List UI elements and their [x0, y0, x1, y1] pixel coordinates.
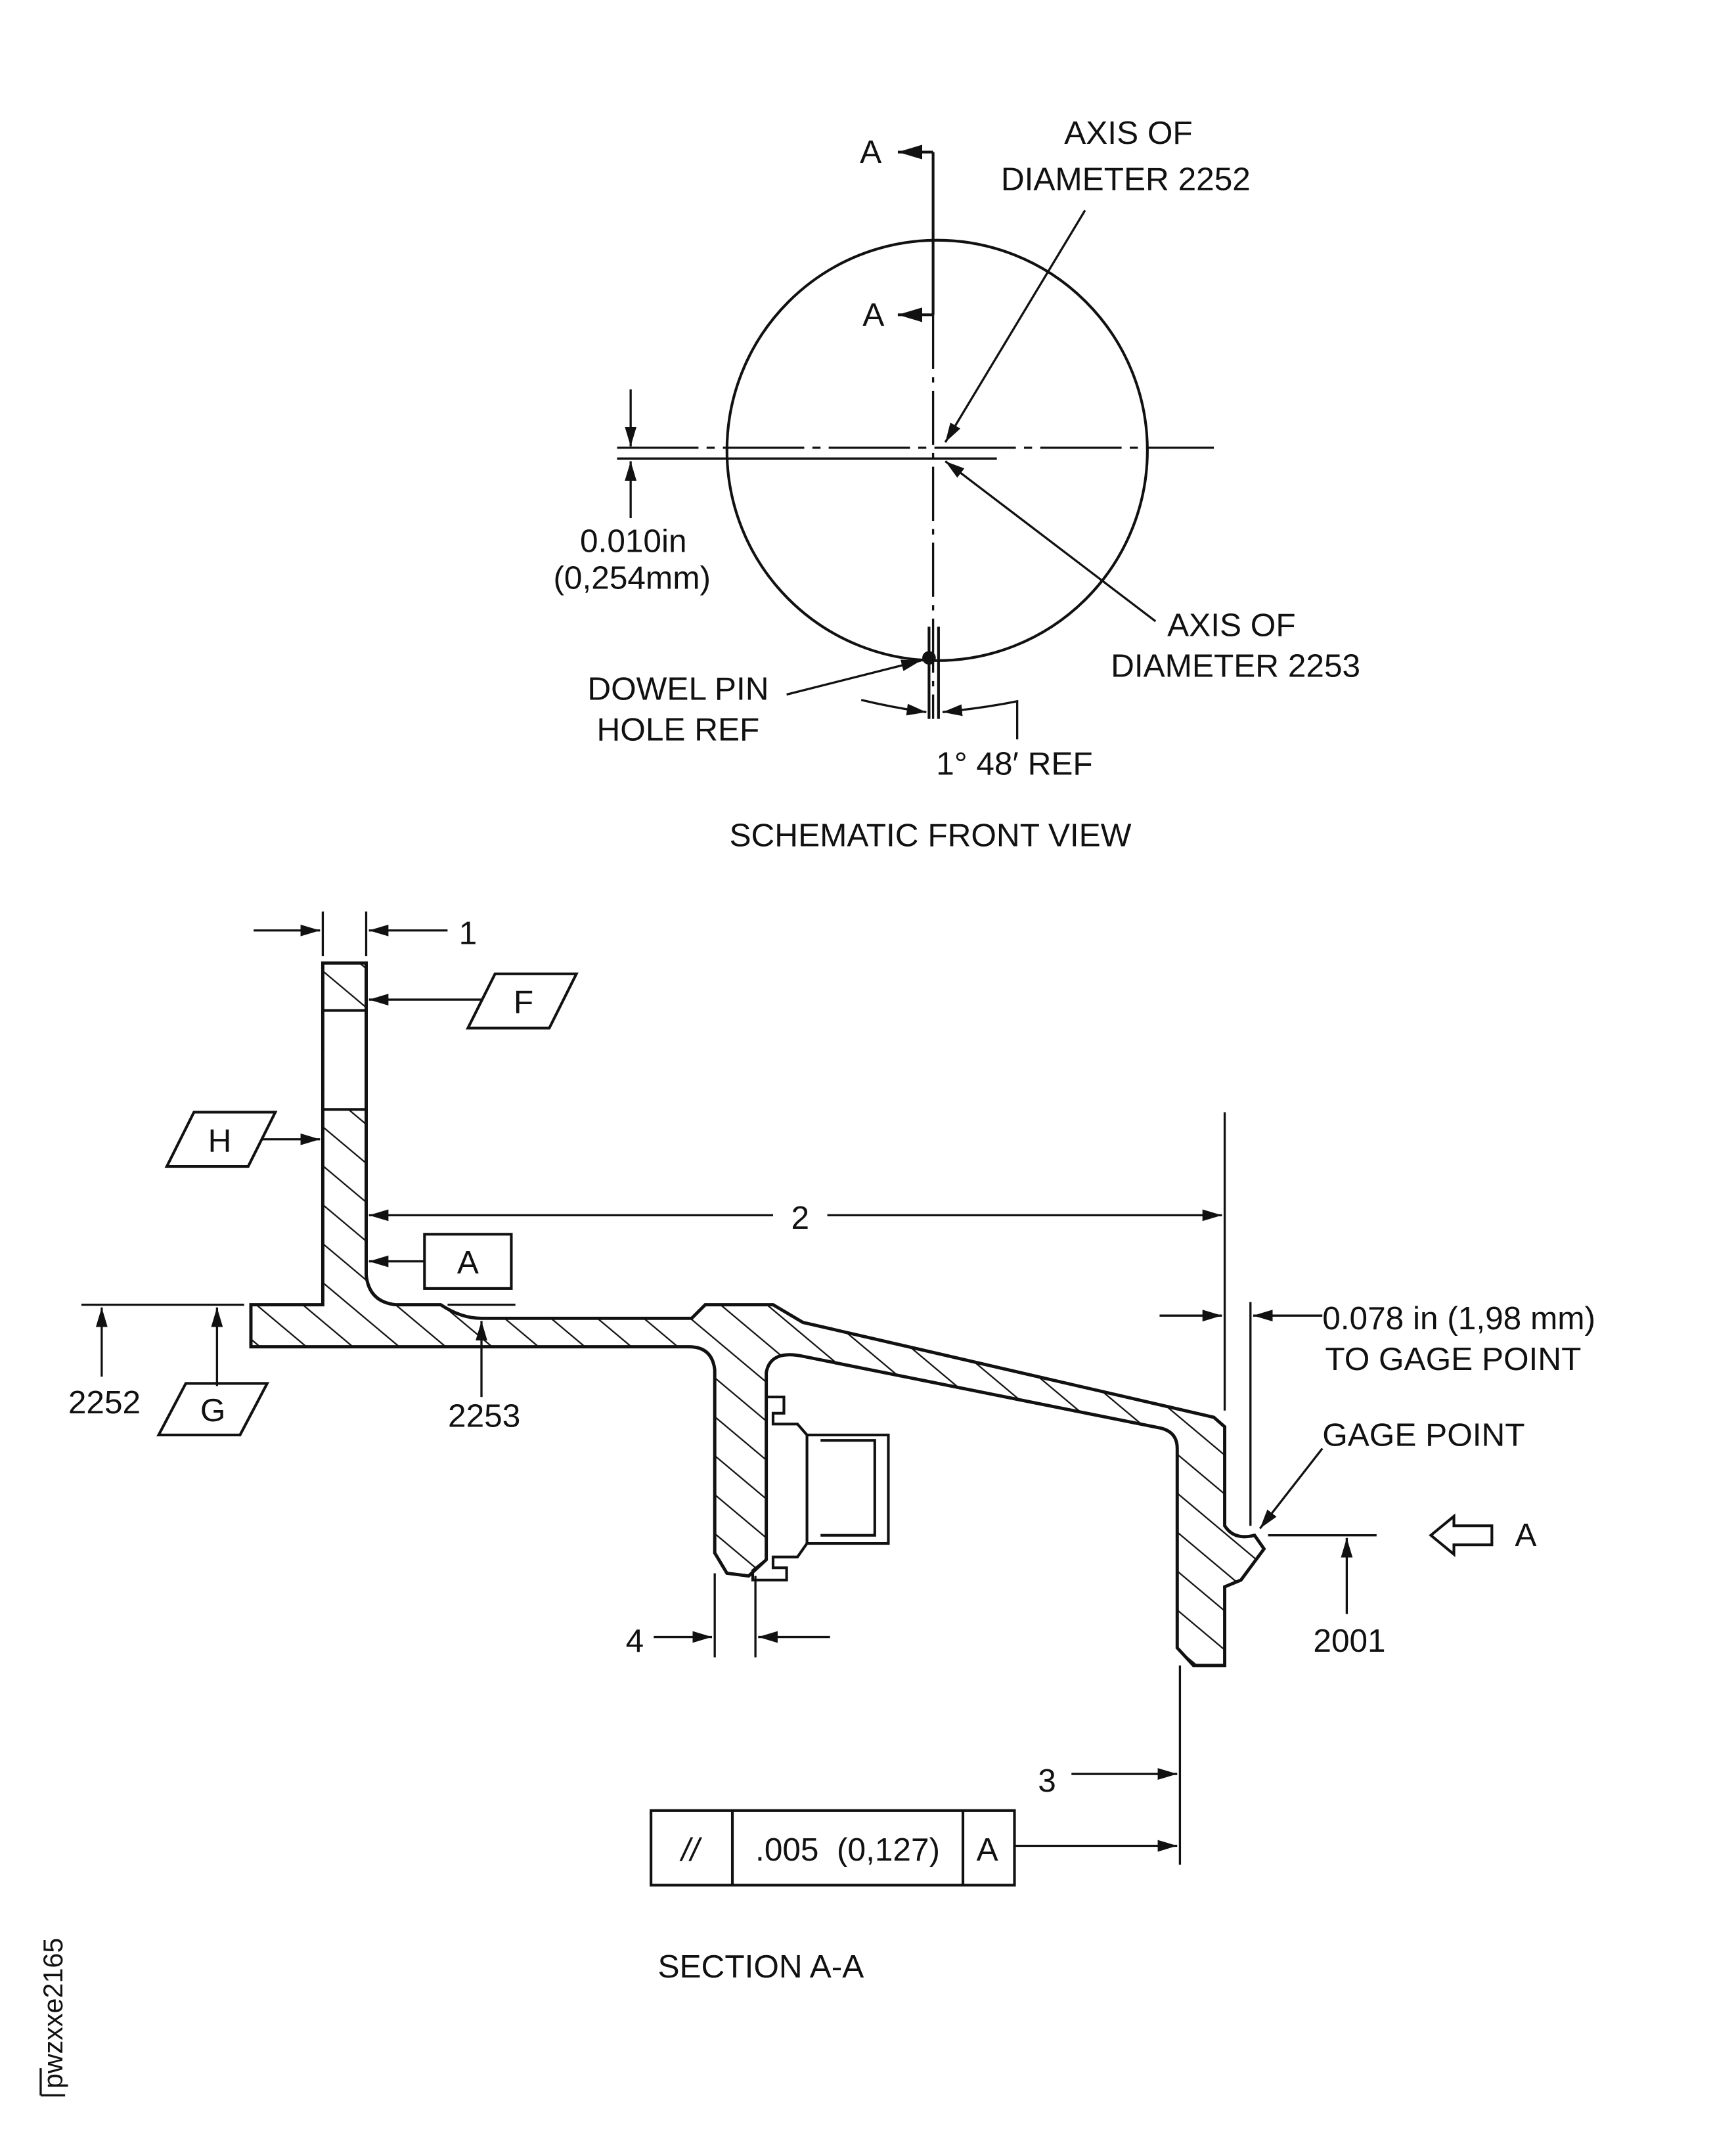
- datum-a-label: A: [457, 1244, 479, 1281]
- gage-offset-label-1: 0.078 in (1,98 mm): [1322, 1300, 1595, 1337]
- angle-arrow-left: [860, 699, 927, 716]
- axis-2253-leader: [945, 460, 1157, 623]
- axis-2252-label-1: AXIS OF: [1064, 114, 1192, 151]
- gage-point-leader: [1258, 1447, 1324, 1530]
- fcf-tolerance: .005 (0,127): [755, 1831, 940, 1868]
- gage-point-label: GAGE POINT: [1322, 1416, 1525, 1453]
- datum-h-frame: [164, 1111, 278, 1168]
- part-section: [249, 961, 1266, 1668]
- axis-2252-label-2: DIAMETER 2252: [1001, 160, 1251, 197]
- dim-4-label: 4: [626, 1622, 644, 1659]
- dim-3-label: 3: [1038, 1762, 1056, 1799]
- axis-2252-leader: [944, 210, 1086, 443]
- dim-1-label: 1: [459, 914, 478, 951]
- section-mark-top: A: [860, 133, 881, 170]
- dowel-leader: [786, 659, 922, 696]
- schematic-front-view: A A 0.010in (0,254mm) AXIS OF DIAMETER 2…: [553, 114, 1360, 854]
- offset-mm: (0,254mm): [553, 559, 711, 596]
- fitting: [751, 1395, 890, 1581]
- datum-f-label: F: [514, 984, 533, 1021]
- front-view-title: SCHEMATIC FRONT VIEW: [729, 817, 1131, 854]
- angle-arrow-right: [942, 699, 1019, 740]
- dim-2-label: 2: [791, 1199, 809, 1236]
- datum-g-label: G: [200, 1392, 226, 1428]
- ref-2253-label: 2253: [448, 1397, 520, 1434]
- section-title: SECTION A-A: [657, 1948, 864, 1985]
- fcf-datum: A: [977, 1831, 998, 1868]
- ref-2001-label: 2001: [1313, 1622, 1385, 1659]
- datum-g-frame: [156, 1382, 270, 1436]
- view-arrow-hollow-icon: [1429, 1513, 1494, 1557]
- datum-f-frame: [466, 972, 579, 1030]
- fcf-parallelism-symbol: //: [679, 1831, 703, 1868]
- axis-2253-label-1: AXIS OF: [1167, 607, 1295, 644]
- gage-offset-label-2: TO GAGE POINT: [1325, 1340, 1581, 1377]
- flange-unhatched-band: [324, 1010, 365, 1110]
- figure-id-bracket: [39, 2068, 66, 2097]
- figure-id: pwzxxe2165: [38, 1938, 68, 2089]
- view-arrow-label: A: [1515, 1516, 1536, 1553]
- section-a-a: 1 F H 2 A 2252 G 2253 0.078 in (1,98: [68, 911, 1595, 1985]
- axis-2253-label-2: DIAMETER 2253: [1111, 648, 1360, 684]
- part-outline-circle: [725, 238, 1149, 662]
- ref-2252-label: 2252: [68, 1384, 141, 1421]
- dowel-label-2: HOLE REF: [597, 711, 760, 748]
- datum-h-label: H: [208, 1122, 232, 1159]
- feature-control-frame: // .005 (0,127) A: [650, 1809, 1016, 1887]
- offset-inch: 0.010in: [580, 523, 687, 560]
- dowel-label-1: DOWEL PIN: [587, 671, 768, 707]
- section-mark-bottom: A: [862, 296, 884, 333]
- angle-label: 1° 48′ REF: [936, 745, 1092, 782]
